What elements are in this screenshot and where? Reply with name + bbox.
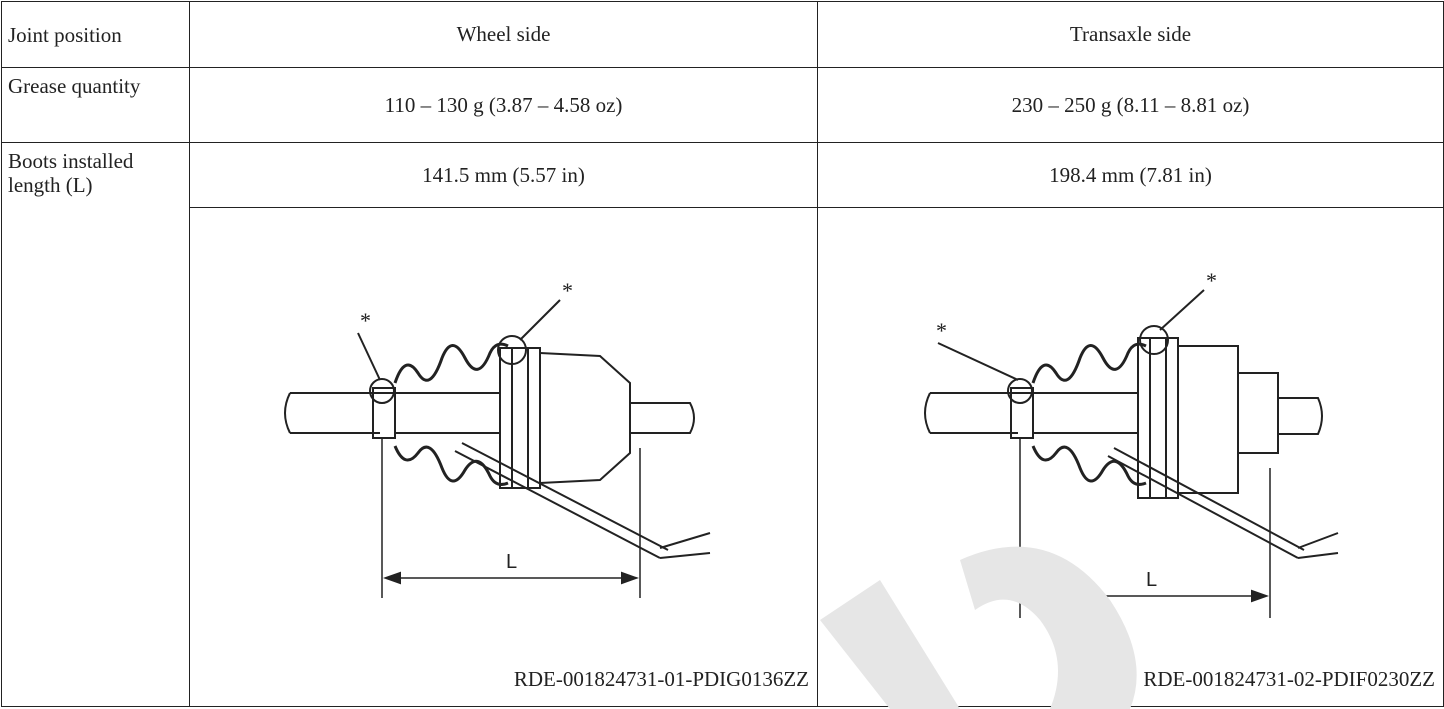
wheel-side-joint-diagram: * * L (284, 278, 711, 598)
transaxle-side-header: Transaxle side (817, 1, 1444, 68)
transaxle-side-figure-cell: * * L RDE-001824731-02-PDIF0230ZZ (817, 207, 1444, 707)
transaxle-marker-right: * (1206, 268, 1217, 293)
boots-length-label: Boots installed length (L) (1, 142, 190, 707)
wheel-marker-right: * (562, 278, 573, 303)
transaxle-figure-code: RDE-001824731-02-PDIF0230ZZ (1143, 667, 1435, 691)
transaxle-marker-left: * (936, 318, 947, 343)
header-row: Joint position Wheel side Transaxle side (1, 1, 1444, 68)
grease-row: Grease quantity 110 – 130 g (3.87 – 4.58… (1, 67, 1444, 143)
boots-transaxle-value: 198.4 mm (7.81 in) (817, 142, 1444, 208)
wheel-marker-left: * (360, 308, 371, 333)
grease-wheel-value: 110 – 130 g (3.87 – 4.58 oz) (189, 67, 818, 143)
grease-quantity-label: Grease quantity (1, 67, 190, 143)
joint-position-header: Joint position (1, 1, 190, 68)
boots-wheel-value: 141.5 mm (5.57 in) (189, 142, 818, 208)
figure-row: * * L RDE-001824731-01-PDIG0136ZZ (2, 207, 1444, 707)
transaxle-side-joint-diagram: * * L (924, 268, 1339, 618)
wheel-side-header: Wheel side (189, 1, 818, 68)
transaxle-dimension-label: L (1146, 569, 1157, 591)
wheel-side-figure-cell: * * L RDE-001824731-01-PDIG0136ZZ (189, 207, 818, 707)
wheel-figure-code: RDE-001824731-01-PDIG0136ZZ (513, 667, 809, 691)
wheel-dimension-label: L (506, 551, 517, 573)
grease-transaxle-value: 230 – 250 g (8.11 – 8.81 oz) (817, 67, 1444, 143)
boots-row: Boots installed length (L) 141.5 mm (5.5… (1, 142, 1444, 707)
